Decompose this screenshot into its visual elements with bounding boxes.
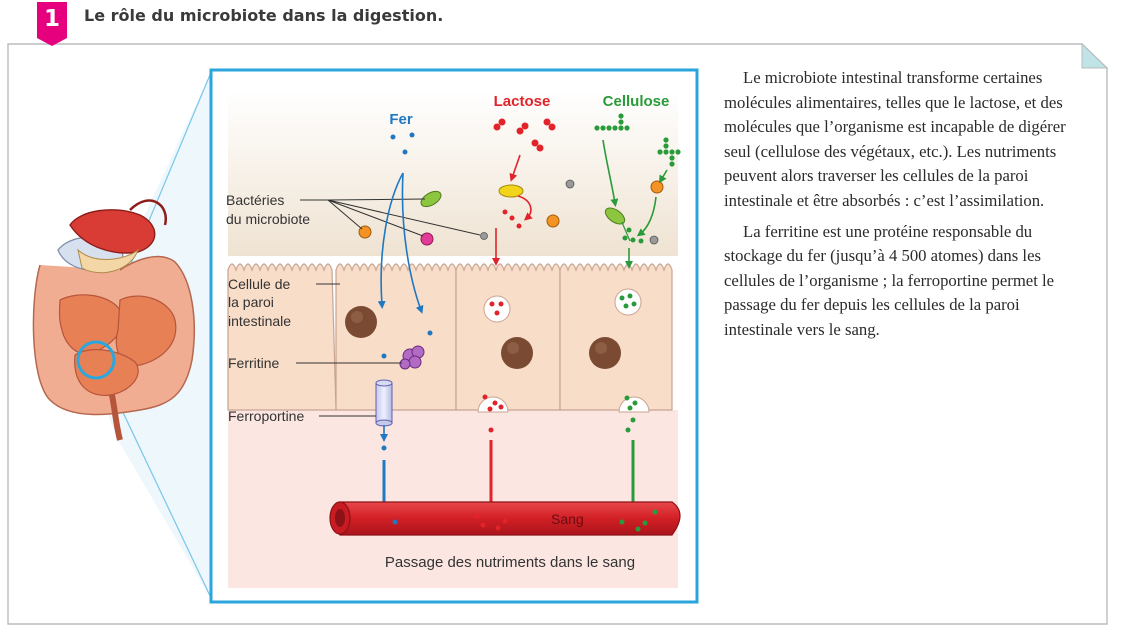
cell-middle <box>455 263 561 411</box>
label-ferroportine: Ferroportine <box>228 408 304 424</box>
cell-left <box>335 263 457 411</box>
lactose-column <box>477 118 556 522</box>
figure-number-badge <box>37 2 67 46</box>
digestive-system-illustration <box>32 69 213 601</box>
label-cellulose: Cellulose <box>603 93 670 110</box>
cell-far-left <box>227 263 337 411</box>
figure-number: 1 <box>43 6 60 32</box>
cellulose-column <box>594 113 681 522</box>
fer-column <box>375 132 433 517</box>
intestinal-cells <box>227 263 673 411</box>
label-bacteries-2: du microbiote <box>226 211 310 227</box>
label-lactose: Lactose <box>494 93 551 110</box>
label-passage: Passage des nutriments dans le sang <box>385 554 635 571</box>
label-cellule-2: la paroi <box>228 294 274 310</box>
label-bacteries-1: Bactéries <box>226 192 284 208</box>
bacteria-leader-lines <box>300 198 481 237</box>
label-fer: Fer <box>389 111 413 128</box>
paragraph-2: La ferritine est une protéine responsabl… <box>724 221 1055 339</box>
nucleus <box>501 337 533 369</box>
blood-vessel <box>329 501 681 536</box>
label-cellule-1: Cellule de <box>228 276 290 292</box>
figure-title: Le rôle du microbiote dans la digestion. <box>84 6 444 25</box>
zoom-circle <box>76 340 116 380</box>
label-sang: Sang <box>551 511 584 527</box>
nucleus <box>345 306 377 338</box>
ferritine-protein <box>399 345 425 370</box>
bacteria <box>358 179 664 246</box>
cell-right <box>559 263 673 411</box>
label-ferritine: Ferritine <box>228 355 280 371</box>
folded-corner <box>1081 42 1109 69</box>
nucleus <box>589 337 621 369</box>
label-cellule-3: intestinale <box>228 313 291 329</box>
explanation-text: Le microbiote intestinal transforme cert… <box>724 66 1086 349</box>
paragraph-1: Le microbiote intestinal transforme cert… <box>724 68 1066 210</box>
ferroportine-channel <box>375 379 393 427</box>
